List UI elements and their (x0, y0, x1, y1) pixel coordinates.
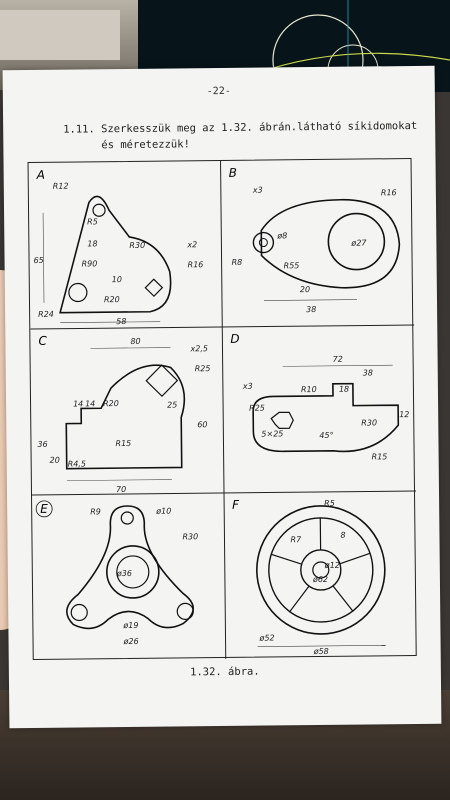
dim-label: R90 (82, 259, 98, 268)
dim-label: R7 (290, 535, 302, 544)
dim-label: ø26 (123, 637, 139, 646)
dim-label: 14 (85, 399, 95, 408)
panel-d: D 72 38 x3 18 R10 R25 R30 45° 5×25 R15 1… (222, 325, 416, 493)
dim-label: R16 (188, 260, 204, 269)
dim-label: 14 (73, 399, 83, 408)
panel-f-drawing: F R5 R7 8 ø52 ø58 (232, 498, 386, 656)
dim-label: 80 (130, 337, 140, 346)
dim-label: 70 (116, 485, 126, 494)
worksheet-page: -22- 1.11. Szerkesszük meg az 1.32. ábrá… (2, 65, 442, 729)
exercise-heading: 1.11. Szerkesszük meg az 1.32. ábrán.lát… (63, 118, 423, 154)
grid-lines (30, 160, 416, 659)
heading-line-2: és méretezzük! (101, 138, 190, 152)
dim-label: 20 (300, 285, 310, 294)
dim-label: R8 (232, 258, 243, 267)
dim-label: ø62 (312, 575, 328, 584)
panel-a-drawing: A R12 R5 18 R30 R90 x2 R16 65 10 R20 (34, 168, 204, 326)
dim-label: R20 (104, 295, 120, 304)
dim-label: R9 (90, 507, 101, 516)
figure-caption: 1.32. ábra. (190, 665, 260, 679)
panel-letter: F (232, 498, 240, 512)
dim-label: R30 (182, 532, 198, 541)
dim-label: R15 (372, 452, 388, 461)
dim-label: R16 (381, 188, 397, 197)
panel-f: F R5 R7 8 ø52 ø58 (224, 491, 418, 659)
dim-label: 72 (333, 355, 343, 364)
panel-b-drawing: B x3 R16 ø8 ø27 R8 R55 20 38 (229, 166, 401, 314)
dim-label: R15 (115, 439, 131, 448)
dim-label: 8 (340, 531, 345, 540)
panel-c: C 80 x2,5 R25 14 14 R20 25 60 R15 36 20 (30, 327, 224, 495)
dim-label: ø8 (276, 231, 287, 240)
dim-label: ø27 (350, 238, 367, 247)
dim-label: R5 (87, 217, 98, 226)
dim-label: x2,5 (189, 344, 208, 353)
dim-label: 18 (339, 385, 349, 394)
panel-letter: A (36, 168, 45, 182)
page-number: -22- (206, 85, 231, 98)
panel-b: B x3 R16 ø8 ø27 R8 R55 20 38 (221, 159, 415, 327)
dim-label: ø12 (324, 561, 340, 570)
panel-letter: D (230, 332, 239, 346)
dim-label: R24 (38, 310, 54, 319)
dim-label: ø10 (155, 507, 171, 516)
dim-label: ø52 (258, 633, 274, 642)
dim-label: 36 (37, 440, 47, 449)
dim-label: 10 (112, 275, 122, 284)
dim-label: R20 (103, 399, 119, 408)
dim-label: R4,5 (68, 459, 86, 468)
dim-label: ø36 (116, 569, 132, 578)
dim-label: 60 (197, 420, 207, 429)
panel-c-drawing: C 80 x2,5 R25 14 14 R20 25 60 R15 36 20 (37, 334, 211, 494)
dim-label: ø19 (122, 621, 138, 630)
dim-label: R30 (361, 418, 377, 427)
dim-label: R10 (301, 385, 317, 394)
panel-d-drawing: D 72 38 x3 18 R10 R25 R30 45° 5×25 R15 1… (230, 332, 409, 462)
dim-label: R12 (53, 182, 69, 191)
figure-grid: A R12 R5 18 R30 R90 x2 R16 65 10 R20 (27, 158, 418, 661)
dim-label: 20 (50, 456, 60, 465)
panel-e-drawing: E R9 ø10 R30 ø36 ø19 ø26 (35, 500, 198, 646)
dim-label: R25 (249, 404, 265, 413)
dim-label: R30 (129, 241, 145, 250)
dim-label: R25 (195, 364, 211, 373)
dim-label: 58 (116, 317, 126, 326)
dim-label: x2 (186, 240, 197, 249)
panel-letter: E (40, 502, 48, 516)
panel-a: A R12 R5 18 R30 R90 x2 R16 65 10 R20 (29, 161, 223, 329)
panel-letter: B (229, 166, 237, 180)
panel-letter: C (38, 334, 47, 348)
dim-label: 5×25 (261, 429, 283, 438)
panel-e: E R9 ø10 R30 ø36 ø19 ø26 (32, 493, 226, 661)
dim-label: R55 (284, 261, 300, 270)
dim-label: 65 (34, 256, 44, 265)
dim-label: ø58 (313, 647, 329, 656)
dim-label: x3 (252, 186, 263, 195)
dim-label: 12 (399, 410, 409, 419)
dim-label: 38 (363, 368, 373, 377)
dim-label: 18 (87, 239, 97, 248)
dim-label: R5 (324, 499, 335, 508)
dim-label: 25 (167, 400, 177, 409)
dim-label: x3 (242, 382, 253, 391)
dim-label: 38 (306, 305, 316, 314)
background-shelf (0, 10, 120, 60)
dim-label: 45° (319, 431, 333, 440)
